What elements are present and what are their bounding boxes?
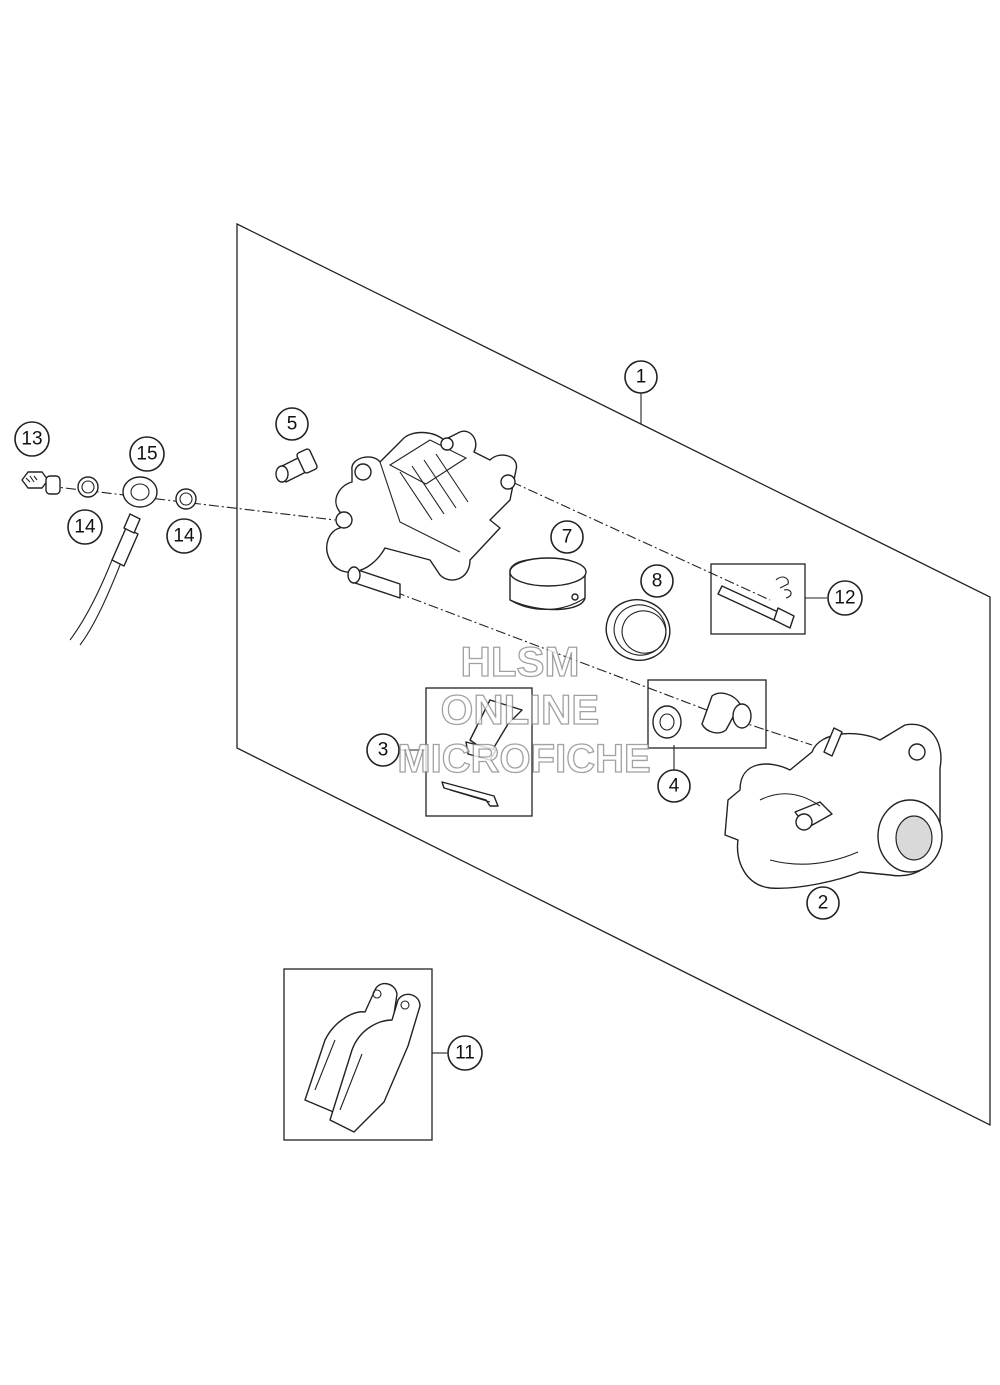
- callout-label: 14: [173, 526, 195, 547]
- caliper-bracket-part: [724, 723, 943, 889]
- guide-bushing-kit-part: [647, 679, 767, 749]
- watermark: HLSM ONLINE MICROFICHE: [397, 637, 652, 781]
- caliper-housing-part: [326, 430, 518, 599]
- callout-label: 7: [562, 527, 573, 548]
- callout-3: 3: [366, 733, 400, 767]
- watermark-line-2: ONLINE: [441, 686, 600, 733]
- callout-1: 1: [624, 360, 658, 394]
- brake-pad-set-part: [283, 968, 433, 1141]
- callout-2: 2: [806, 886, 840, 920]
- brake-line-part: [69, 476, 158, 646]
- callout-label: 11: [455, 1043, 475, 1064]
- callout-label: 2: [818, 893, 829, 914]
- watermark-line-3: MICROFICHE: [397, 737, 650, 781]
- callout-5: 5: [275, 407, 309, 441]
- callout-4: 4: [657, 769, 691, 803]
- pad-spring-kit-part: [425, 687, 533, 817]
- callout-13: 13: [14, 421, 50, 457]
- callout-15: 15: [129, 436, 165, 472]
- sealing-ring-right: [175, 488, 197, 510]
- callout-12: 12: [827, 580, 863, 616]
- leader-lines: [398, 390, 827, 1054]
- callout-label: 1: [636, 367, 647, 388]
- callout-7: 7: [550, 520, 584, 554]
- assembly-frame: [236, 222, 991, 1127]
- callout-label: 5: [287, 414, 298, 435]
- callout-label: 12: [834, 588, 855, 609]
- banjo-bolt-part: [21, 471, 61, 495]
- guide-pin-kit-part: [710, 563, 806, 635]
- callout-label: 15: [136, 444, 157, 465]
- callout-14-right: 14: [166, 518, 202, 554]
- callout-label: 13: [21, 429, 42, 450]
- callout-label: 8: [652, 571, 663, 592]
- piston-part: [509, 557, 587, 611]
- piston-seal-part: [605, 599, 671, 661]
- bleed-valve-part: [275, 448, 318, 483]
- callout-11: 11: [447, 1035, 483, 1071]
- callout-8: 8: [640, 564, 674, 598]
- sealing-ring-left: [77, 476, 99, 498]
- watermark-line-1: HLSM: [461, 638, 580, 685]
- callout-label: 4: [669, 776, 680, 797]
- callout-14-left: 14: [67, 509, 103, 545]
- callout-label: 3: [378, 740, 389, 761]
- callout-label: 14: [74, 517, 96, 538]
